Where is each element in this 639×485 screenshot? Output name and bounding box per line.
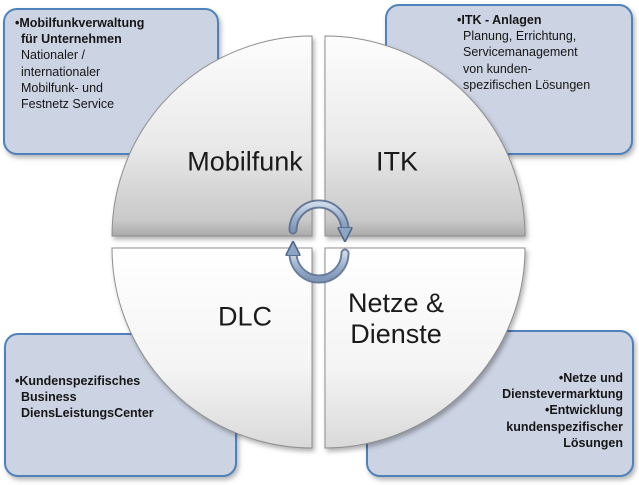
quadrant-label-line: Netze &: [347, 288, 445, 318]
callout-line: Mobilfunk- und: [21, 80, 103, 95]
quadrant-label-netze-dienste: Netze & Dienste: [348, 288, 444, 350]
callout-line: Planung, Errichtung,: [463, 29, 577, 44]
cycle-arrow-bottom: [293, 253, 348, 282]
callout-top-left-text: •Mobilfunkverwaltung für Unternehmen Nat…: [15, 15, 211, 112]
callout-bottom-left-text: •Kundenspezifisches Business DiensLeistu…: [15, 373, 230, 422]
quadrant-label-mobilfunk: Mobilfunk: [187, 146, 303, 177]
callout-line: •ITK - Anlagen: [457, 13, 542, 27]
callout-line: Festnetz Service: [21, 97, 115, 112]
callout-line: Nationaler /: [21, 48, 85, 63]
callout-bottom-right-text: •Netze und Dienstevermarktung •Entwicklu…: [373, 370, 623, 451]
callout-line: •Mobilfunkverwaltung: [15, 16, 145, 30]
quadrant-mobilfunk-shape: [111, 35, 313, 237]
callout-line: kundenspezifischer: [506, 419, 623, 434]
callout-line: Servicemanagement: [463, 45, 578, 60]
callout-top-right-text: •ITK - Anlagen Planung, Errichtung, Serv…: [457, 12, 631, 93]
callout-line: Business: [21, 390, 77, 405]
callout-line: für Unternehmen: [21, 32, 122, 47]
callout-line: DiensLeistungsCenter: [21, 406, 154, 421]
quadrant-label-itk: ITK: [375, 146, 419, 177]
quadrant-netze-dienste-shape: [324, 247, 526, 449]
callout-line: spezifischen Lösungen: [463, 77, 591, 92]
callout-top-left: •Mobilfunkverwaltung für Unternehmen Nat…: [3, 8, 219, 155]
cycle-arrows-icon: [290, 199, 348, 284]
quadrant-itk-shape: [324, 35, 526, 237]
callout-line: •Kundenspezifisches: [15, 374, 141, 388]
callout-line: Lösungen: [563, 435, 623, 450]
quadrant-label-line: Dienste: [350, 319, 442, 349]
quadrant-label-dlc: DLC: [217, 301, 273, 332]
callout-line: •Entwicklung: [545, 403, 623, 418]
callout-line: von kunden-: [463, 61, 532, 76]
cycle-arrow-top: [290, 201, 345, 230]
callout-line: •Netze und: [558, 371, 623, 385]
callout-line: Dienstevermarktung: [502, 387, 623, 402]
quadrant-dlc-shape: [111, 247, 313, 449]
callout-line: internationaler: [21, 64, 101, 79]
